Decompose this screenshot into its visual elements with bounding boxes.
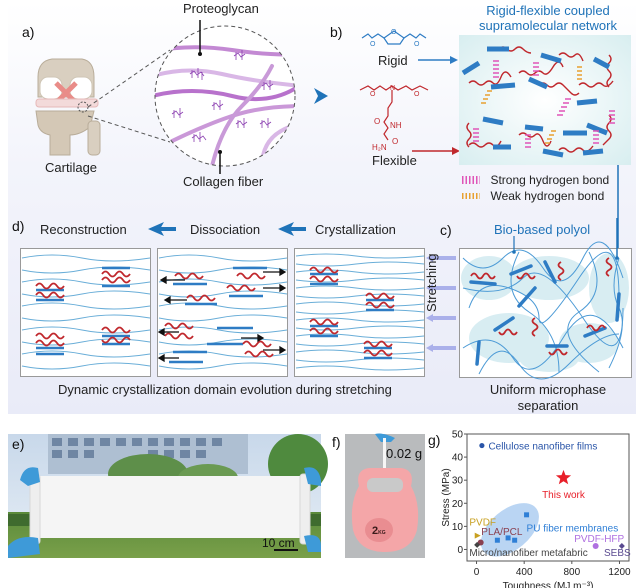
legend-weak-bond: Weak hydrogen bond — [462, 187, 604, 205]
crystallization-box — [294, 248, 425, 377]
strong-bond-label: Strong hydrogen bond — [490, 173, 610, 187]
y-tick-label: 50 — [452, 430, 464, 441]
pu-fiber-membranes-point — [505, 535, 511, 541]
kettlebell-photo — [345, 433, 425, 558]
kettlebell-mark: 2KG — [372, 525, 386, 537]
svg-text:O: O — [370, 91, 376, 98]
y-tick-label: 20 — [452, 499, 464, 510]
bio-based-polyol-label: Bio-based polyol — [494, 222, 591, 237]
weak-bond-swatch — [462, 192, 480, 199]
panel-g-label: g) — [428, 432, 441, 448]
pu-fiber-membranes-point — [524, 512, 530, 518]
this-work-label: This work — [542, 490, 586, 501]
pvdf-hfp-point — [592, 542, 599, 549]
pvdf-label: PVDF — [469, 518, 496, 529]
pu-fiber-membranes-label: PU fiber membranes — [527, 524, 619, 535]
y-tick-label: 30 — [452, 476, 464, 487]
cartilage-label: Cartilage — [45, 160, 98, 175]
rigid-arrow — [418, 56, 458, 64]
rigid-label: Rigid — [378, 53, 408, 68]
pla-pcl-label: PLA/PCL — [481, 527, 523, 538]
svg-text:O: O — [374, 117, 380, 126]
rigid-molecule-structure: O O O — [361, 29, 427, 48]
x-tick-label: 800 — [563, 567, 580, 578]
x-tick-label: 1200 — [608, 567, 631, 578]
network-title-line1: Rigid-flexible coupled — [486, 3, 610, 18]
panel-f-label: f) — [332, 434, 341, 450]
knee-illustration — [35, 58, 101, 156]
weak-bond-label: Weak hydrogen bond — [490, 189, 605, 203]
flexible-molecule-structure: O N O O NH O H₂N — [359, 85, 429, 152]
svg-text:H₂N: H₂N — [372, 143, 387, 152]
panel-e-label: e) — [12, 436, 25, 452]
panel-c-caption-line2: separation — [517, 398, 579, 413]
panel-c-caption-line1: Uniform microphase — [489, 382, 607, 397]
stretching-arrows — [426, 254, 456, 352]
cellulose-nanofiber-films-label: Cellulose nanofiber films — [488, 442, 597, 453]
svg-text:NH: NH — [390, 121, 402, 130]
network-title: Rigid-flexible coupled supramolecular ne… — [478, 3, 618, 33]
collagen-fiber-label: Collagen fiber — [183, 174, 264, 189]
polyol-pointer — [512, 218, 619, 260]
stage-reconstruction-label: Reconstruction — [40, 222, 127, 237]
panel-e-photo — [8, 434, 328, 558]
panel-c-caption: Uniform microphase separation — [478, 382, 618, 414]
this-work-point — [555, 469, 572, 485]
pu-fiber-membranes-point — [494, 537, 500, 543]
arrow-a-to-b-icon — [314, 88, 328, 104]
arrow-left-icon — [148, 222, 176, 236]
microphase-separation-box — [459, 241, 632, 380]
sebs-label: SEBS — [604, 548, 631, 559]
network-title-line2: supramolecular network — [478, 18, 617, 33]
stage-dissociation-label: Dissociation — [190, 222, 261, 237]
legend-strong-bond: Strong hydrogen bond — [462, 171, 609, 189]
collagen-proteoglycan-circle — [154, 20, 296, 174]
y-tick-label: 0 — [457, 545, 463, 556]
x-axis-label: Toughness (MJ m⁻³) — [503, 581, 594, 588]
plot-frame — [466, 433, 630, 562]
svg-text:N: N — [390, 85, 395, 92]
cellulose-nanofiber-films-point — [479, 442, 485, 449]
stage-crystallization-label: Crystallization — [315, 222, 396, 237]
pvdf-hfp-label: PVDF-HFP — [574, 534, 624, 545]
micro-nanofiber-metafabric-point — [474, 541, 481, 548]
panel-b-label: b) — [330, 24, 343, 40]
x-tick-label: 400 — [516, 567, 533, 578]
kettlebell-unit: KG — [378, 530, 386, 536]
x-tick-label: 0 — [474, 567, 480, 578]
pvdf-point — [474, 532, 481, 539]
sebs-point — [618, 542, 625, 549]
svg-text:O: O — [392, 137, 398, 146]
flexible-arrow — [412, 147, 460, 155]
panel-a-label: a) — [22, 24, 35, 40]
proteoglycan-label: Proteoglycan — [183, 1, 259, 16]
zoom-lines — [87, 49, 171, 143]
panel-d-caption: Dynamic crystallization domain evolution… — [58, 382, 392, 397]
weight-label: 0.02 g — [386, 446, 423, 461]
svg-text:O: O — [414, 91, 420, 98]
y-axis-label: Stress (MPa) — [441, 468, 452, 526]
micro-nanofiber-metafabric-label: Micro/nanofiber metafabric — [469, 548, 587, 559]
scale-bar-label: 10 cm — [262, 536, 295, 550]
arrow-left-icon — [278, 222, 306, 236]
supramolecular-network-diagram — [459, 35, 631, 165]
svg-text:O: O — [370, 41, 376, 48]
flexible-label: Flexible — [372, 153, 417, 168]
strong-bond-swatch — [462, 175, 480, 184]
pu-fiber-membranes-point — [512, 537, 518, 543]
panel-d-label: d) — [12, 218, 25, 234]
svg-text:O: O — [414, 41, 420, 48]
y-tick-label: 10 — [452, 522, 464, 533]
svg-text:O: O — [391, 29, 397, 36]
y-tick-label: 40 — [452, 453, 464, 464]
panel-c-label: c) — [440, 222, 452, 238]
kettlebell-number: 2 — [372, 525, 379, 537]
dissociation-box — [157, 248, 288, 377]
reconstruction-box — [20, 248, 151, 377]
